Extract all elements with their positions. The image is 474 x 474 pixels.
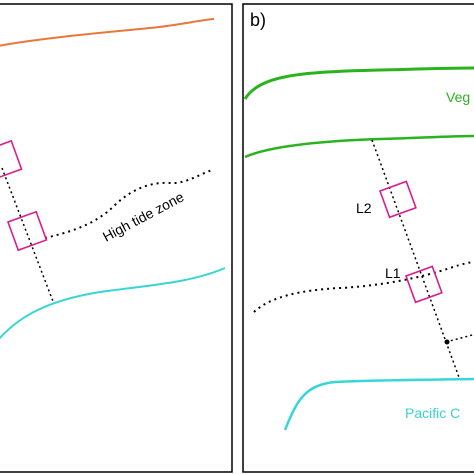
panel-b-plot-label-l2: L2 bbox=[356, 200, 372, 216]
panel-b-plot-label-l1: L1 bbox=[385, 265, 401, 281]
panel-a-high-tide-label: High tide zone bbox=[100, 188, 187, 244]
panel-a-transect bbox=[1, 167, 55, 305]
panel-b-offset-line bbox=[445, 333, 474, 343]
panel-b-transect-marker bbox=[444, 339, 450, 345]
panel-b-water-line bbox=[283, 377, 474, 431]
panel-a-high-tide-boundary bbox=[44, 169, 213, 239]
panel-b-label: b) bbox=[250, 10, 266, 30]
panel-a-plot-lower bbox=[6, 210, 48, 252]
panel-b-veg-line-upper bbox=[243, 66, 474, 100]
panel-a-frame bbox=[0, 3, 233, 473]
panel-a-coast-line bbox=[0, 18, 215, 47]
panel-a-water-line bbox=[0, 267, 226, 340]
panel-b-veg-line-lower bbox=[244, 134, 474, 159]
panel-b-vegetation-label: Veg bbox=[446, 89, 470, 105]
panel-b-high-tide-boundary bbox=[253, 261, 474, 313]
panel-b-pacific-label: Pacific C bbox=[405, 405, 460, 421]
panel-b-frame bbox=[242, 3, 474, 473]
panel-a-plot-upper bbox=[0, 139, 23, 181]
panel-b: b) Veg L2 L1 Pacific C bbox=[242, 3, 474, 473]
panel-b-plot-l1 bbox=[404, 265, 443, 304]
panel-b-plot-l2 bbox=[378, 180, 417, 219]
panel-a: High tide zone bbox=[0, 3, 233, 473]
